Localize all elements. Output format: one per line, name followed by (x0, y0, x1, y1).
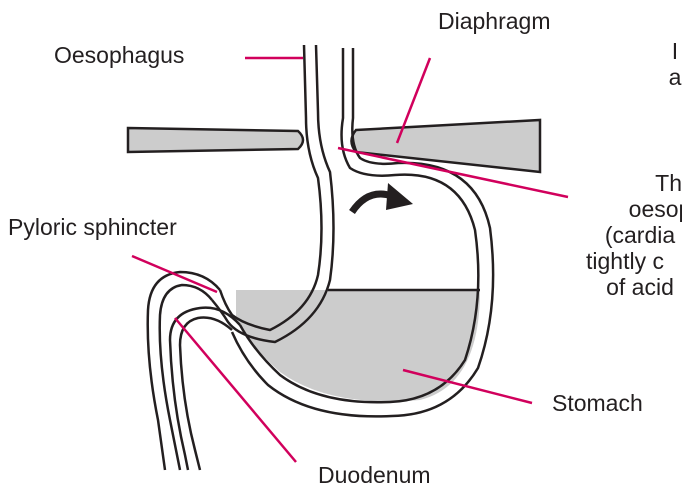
reflux-arrow (352, 194, 392, 212)
note-valve-line: tightly c (520, 248, 682, 274)
stomach-outer-wall (220, 45, 322, 330)
label-diaphragm: Diaphragm (438, 8, 551, 34)
duodenum-second-outer (180, 318, 232, 471)
duodenum-second-inner (170, 308, 240, 470)
note-top: I a (655, 38, 682, 90)
note-valve: The oesop (cardia tightly c of acid (520, 170, 682, 300)
label-pyloric-sphincter: Pyloric sphincter (8, 214, 177, 240)
label-stomach: Stomach (552, 390, 643, 416)
note-top-line: a (655, 64, 682, 90)
note-valve-line: of acid (520, 274, 682, 300)
note-valve-line: oesop (520, 196, 682, 222)
note-valve-line: The (520, 170, 682, 196)
duodenum-outer (148, 272, 220, 470)
label-duodenum: Duodenum (318, 462, 431, 488)
reflux-arrowhead (386, 183, 413, 210)
label-oesophagus: Oesophagus (54, 42, 184, 68)
note-top-line: I (655, 38, 682, 64)
diaphragm-left (128, 128, 303, 152)
note-valve-line: (cardia (520, 222, 682, 248)
